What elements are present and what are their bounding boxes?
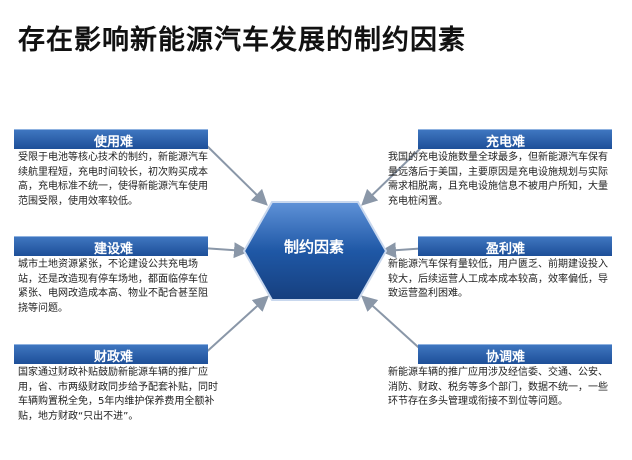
panel-usage-text: 受限于电池等核心技术的制约，新能源汽车续航里程短，充电时间较长，初次购买成本高，…	[18, 152, 208, 207]
panel-charging: 充电难	[418, 129, 618, 209]
page-title: 存在影响新能源汽车发展的制约因素	[18, 25, 466, 56]
panel-finance: 财政难 国家通过财政补贴鼓励新能源车辆的推广应用，省、市两级财政同步给予配套补贴…	[14, 344, 224, 434]
panel-usage-heading: 使用难	[94, 135, 134, 150]
panel-charging-heading: 充电难	[486, 135, 526, 150]
panel-finance-text: 国家通过财政补贴鼓励新能源车辆的推广应用，省、市两级财政同步给予配套补贴，同时车…	[18, 367, 218, 422]
panel-finance-heading: 财政难	[94, 350, 134, 365]
panel-coordination-heading: 协调难	[486, 350, 526, 365]
panel-profit-header: 盈利难	[418, 236, 612, 257]
connector-mid-left	[201, 242, 250, 259]
connector-top-left	[201, 140, 268, 206]
panel-finance-header: 财政难	[14, 344, 208, 365]
panel-charging-text: 我国的充电设施数量全球最多，但新能源汽车保有量远落后于美国，主要原因是充电设施规…	[388, 152, 608, 207]
panel-profit-text: 新能源汽车保有量较低，用户匮乏、前期建设投入较大，后续运营人工成本成本较高，效率…	[388, 259, 608, 299]
connector-bottom-left	[201, 295, 269, 357]
panel-coordination-text: 新能源车辆的推广应用涉及经信委、交通、公安、消防、财政、税务等多个部门，数据不统…	[388, 367, 608, 407]
panel-coordination: 协调难	[418, 344, 618, 434]
panel-usage-header: 使用难	[14, 129, 208, 150]
panel-coordination-header: 协调难	[418, 344, 612, 365]
center-hexagon	[242, 201, 388, 301]
panel-construction-heading: 建设难	[94, 242, 134, 257]
center-label: 制约因素	[283, 238, 344, 256]
panel-usage: 使用难 受限于电池等核心技术的制约，新能源汽车续航里程短，充电时间较长，初次购买…	[14, 129, 224, 209]
connector-bottom-right	[361, 295, 429, 357]
panel-charging-header: 充电难	[418, 129, 612, 150]
panel-construction-header: 建设难	[14, 236, 208, 257]
panel-profit: 盈利难	[418, 236, 618, 306]
panel-construction: 建设难 城市土地资源紧张，不论建设公共充电场站，还是改造现有停车场地，都面临停车…	[14, 236, 224, 314]
panel-profit-heading: 盈利难	[486, 242, 526, 257]
panel-construction-text: 城市土地资源紧张，不论建设公共充电场站，还是改造现有停车场地，都面临停车位紧张、…	[18, 259, 208, 314]
connector-top-right	[361, 140, 429, 206]
